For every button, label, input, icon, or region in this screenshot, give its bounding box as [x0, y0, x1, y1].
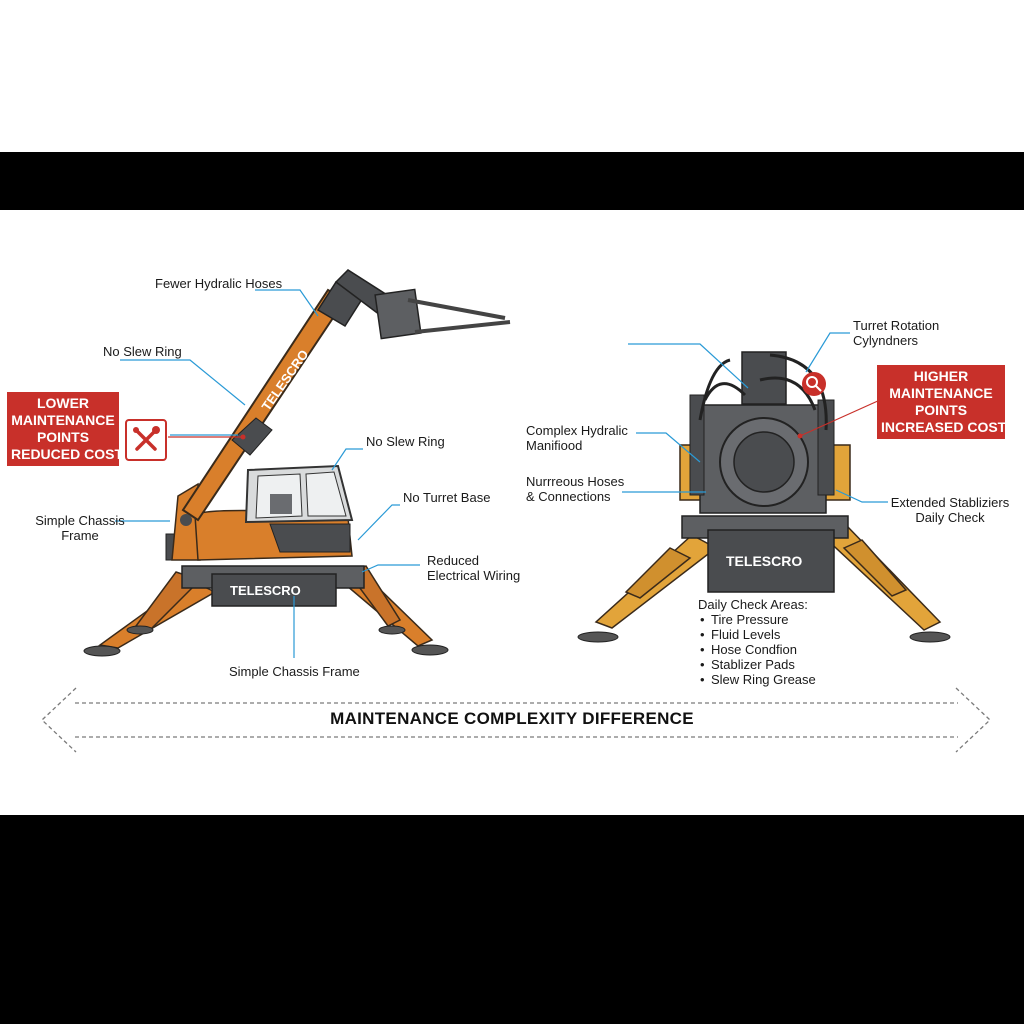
daily-check-list: Daily Check Areas: Tire Pressure Fluid L… — [698, 597, 816, 687]
left-telehandler-illustration: TELESCRO — [83, 269, 511, 657]
label-no-turret-base: No Turret Base — [403, 490, 491, 505]
right-higher-maintenance-callout: HIGHER MAINTENANCE POINTS INCREASED COST — [877, 365, 1007, 439]
label-line: Frame — [61, 528, 99, 543]
right-turret-machine-illustration: TELESCRO — [577, 351, 951, 643]
complexity-double-arrow — [41, 687, 991, 753]
diagram-title: MAINTENANCE COMPLEXITY DIFFERENCE — [330, 709, 694, 728]
left-boom — [180, 269, 511, 526]
checklist-item: Fluid Levels — [700, 627, 816, 642]
left-leader-lines — [115, 289, 420, 658]
label-line: Turret Rotation — [853, 318, 940, 333]
label-no-slew-ring-boom: No Slew Ring — [103, 344, 182, 359]
callout-line: POINTS — [36, 429, 90, 445]
label-simple-chassis-frame-bottom: Simple Chassis Frame — [229, 664, 360, 679]
label-line: Cylyndners — [853, 333, 919, 348]
left-red-dot — [240, 434, 246, 440]
right-leader-lines — [622, 332, 888, 503]
right-turret-body — [679, 351, 851, 514]
label-line: Daily Check — [915, 510, 985, 525]
left-cab — [244, 464, 354, 524]
label-line: Nurrreous Hoses — [526, 474, 625, 489]
label-simple-chassis-frame-left: Simple Chassis Frame — [30, 513, 130, 543]
label-line: Manifiood — [526, 438, 583, 453]
label-numerous-hoses: Nurrreous Hoses & Connections — [526, 474, 624, 504]
right-stabilizer-legs — [577, 524, 951, 643]
callout-line: INCREASED COST — [881, 419, 1007, 435]
label-line: Reduced — [427, 553, 480, 568]
label-no-slew-ring-cab: No Slew Ring — [366, 434, 445, 449]
label-complex-hydraulic-manifold: Complex Hydralic Manifiood — [526, 423, 628, 453]
magnifier-icon — [802, 372, 826, 396]
right-chassis — [681, 515, 849, 593]
callout-line: HIGHER — [913, 368, 969, 384]
right-red-dot — [797, 433, 803, 439]
label-extended-stabilizers: Extended Stabliziers Daily Check — [888, 495, 1012, 525]
callout-line: REDUCED COST — [11, 446, 124, 462]
right-chassis-brand: TELESCRO — [726, 553, 802, 569]
top-black-band — [0, 152, 1024, 210]
left-chassis-frame — [181, 565, 365, 607]
label-line: Extended Stabliziers — [890, 495, 1010, 510]
checklist-item: Tire Pressure — [700, 612, 816, 627]
wrench-screwdriver-icon — [125, 419, 167, 461]
label-reduced-electrical-wiring: Reduced Electrical Wiring — [427, 553, 520, 583]
label-line: Complex Hydralic — [526, 423, 628, 438]
label-line: Simple Chassis — [35, 513, 125, 528]
label-fewer-hydraulic-hoses: Fewer Hydralic Hoses — [155, 276, 283, 291]
red-leader-lines — [168, 399, 881, 438]
callout-line: MAINTENANCE — [11, 412, 115, 428]
bottom-black-band — [0, 815, 1024, 1024]
label-line: & Connections — [526, 489, 611, 504]
checklist-item: Hose Condfion — [700, 642, 816, 657]
callout-line: LOWER — [36, 395, 90, 411]
checklist-item: Slew Ring Grease — [700, 672, 816, 687]
checklist-item: Stablizer Pads — [700, 657, 816, 672]
label-line: Electrical Wiring — [427, 568, 521, 583]
checklist-heading: Daily Check Areas: — [698, 597, 808, 612]
label-turret-rotation-cylinders: Turret Rotation Cylyndners — [853, 318, 939, 348]
callout-line: MAINTENANCE — [889, 385, 993, 401]
callout-line: POINTS — [914, 402, 968, 418]
left-lower-maintenance-callout: LOWER MAINTENANCE POINTS REDUCED COST — [7, 392, 124, 466]
